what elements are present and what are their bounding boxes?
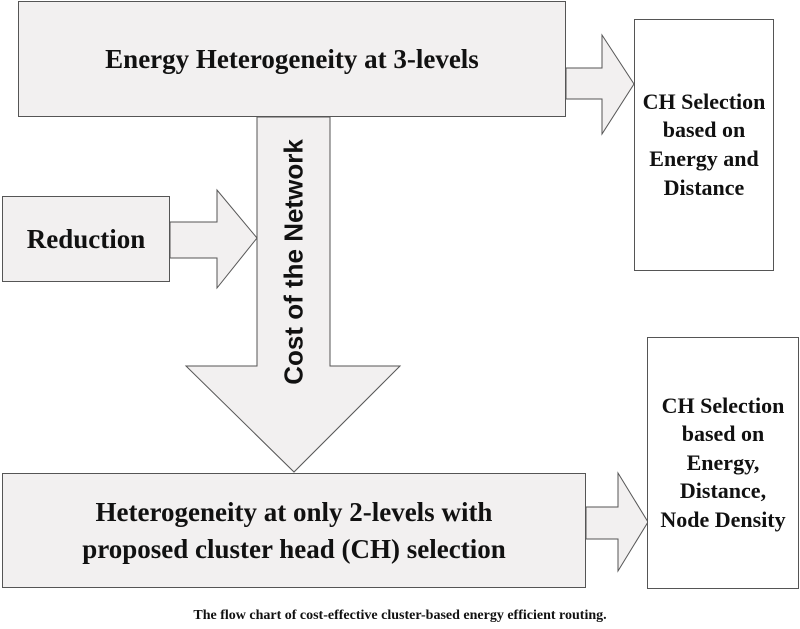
network-cost-arrow [184, 116, 402, 473]
reduction-arrow [169, 188, 258, 290]
reduction-text: Reduction [26, 223, 146, 254]
ch-selection-energy-distance-box: CH Selection based on Energy and Distanc… [634, 19, 774, 271]
energy-heterogeneity-text: Energy Heterogeneity at 3-levels [105, 43, 479, 74]
ch-bottom-line-2: based on [681, 421, 765, 447]
figure-caption: The flow chart of cost-effective cluster… [193, 608, 607, 623]
ch-bottom-line-5: Node Density [660, 506, 786, 532]
ch-top-line-4: Distance [663, 174, 745, 200]
ch-top-line-1: CH Selection [642, 88, 766, 114]
ch-selection-density-box: CH Selection based on Energy, Distance, … [647, 337, 799, 589]
ch-bottom-line-4: Distance, [679, 478, 767, 504]
top-to-right-arrow [565, 33, 635, 136]
two-level-heterogeneity-box: Heterogeneity at only 2-levels with prop… [2, 473, 586, 588]
energy-heterogeneity-box: Energy Heterogeneity at 3-levels [18, 1, 566, 117]
bottom-to-right-arrow [585, 471, 649, 573]
reduction-box: Reduction [2, 196, 170, 282]
ch-bottom-line-3: Energy, [686, 449, 760, 475]
two-level-line-1: Heterogeneity at only 2-levels with [95, 497, 493, 528]
ch-top-line-2: based on [662, 117, 746, 143]
ch-bottom-line-1: CH Selection [661, 392, 785, 418]
two-level-line-2: proposed cluster head (CH) selection [82, 533, 506, 564]
ch-top-line-3: Energy and [649, 146, 759, 171]
network-cost-label: Cost of the Network [278, 139, 309, 385]
